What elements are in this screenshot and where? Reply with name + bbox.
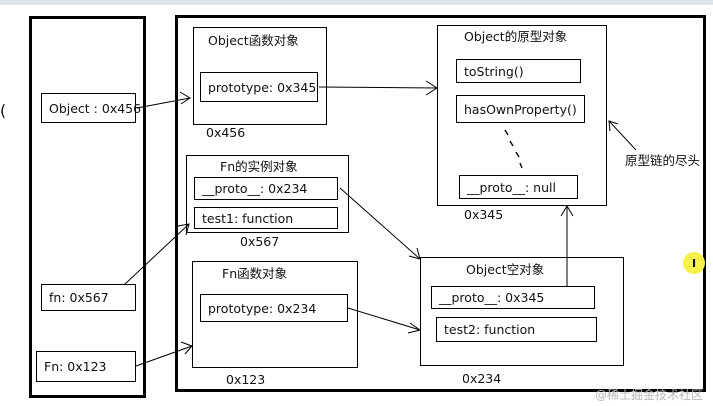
window-top-strip [0, 0, 713, 5]
arrow-fn-to-instance [123, 223, 190, 286]
chain-end-annotation: 原型链的尽头 [625, 153, 701, 168]
arrow-instance-proto-to-empty [339, 187, 421, 260]
object-empty-proto: __proto__: 0x345 [431, 286, 595, 309]
object-prototype-address: 0x345 [464, 207, 504, 222]
arrow-fn-prototype-to-empty [347, 307, 421, 331]
fn-instance-test1: test1: function [194, 207, 338, 229]
stack-region [29, 16, 146, 398]
cursor-highlight-icon: I [683, 252, 705, 274]
object-empty-address: 0x234 [462, 371, 502, 386]
object-empty-test2: test2: function [436, 317, 597, 342]
object-empty-box [420, 257, 624, 366]
object-prototype-hasownproperty: hasOwnProperty() [456, 95, 585, 123]
object-prototype-tostring: toString() [456, 59, 581, 83]
object-prototype-title: Object的原型对象 [464, 29, 568, 44]
fn-instance-title: Fn的实例对象 [220, 159, 298, 174]
watermark: @稀土掘金技术社区 [594, 388, 703, 402]
object-function-address: 0x456 [206, 125, 246, 140]
fn-function-address: 0x123 [226, 372, 266, 387]
arrow-fn-to-function [135, 345, 193, 367]
fn-function-prototype: prototype: 0x234 [200, 294, 348, 322]
stack-var-object: Object : 0x456 [41, 93, 141, 123]
object-empty-title: Object空对象 [466, 262, 545, 277]
stack-var-fn-instance: fn: 0x567 [41, 284, 136, 311]
object-function-title: Object函数对象 [208, 33, 299, 48]
arrow-prototype-to-object-proto [318, 86, 438, 89]
object-function-prototype: prototype: 0x345 [200, 72, 318, 102]
fn-function-title: Fn函数对象 [222, 266, 288, 281]
fn-instance-address: 0x567 [240, 234, 280, 249]
ellipsis-marks [504, 129, 523, 169]
stack-var-fn: Fn: 0x123 [36, 351, 136, 382]
arrow-object-to-function [136, 97, 191, 109]
object-prototype-proto-null: __proto__: null [459, 175, 578, 199]
fn-instance-proto: __proto__: 0x234 [194, 177, 338, 200]
arrow-chain-end [608, 120, 637, 151]
cropped-paren: ( [0, 101, 7, 120]
heap-region [175, 15, 706, 392]
